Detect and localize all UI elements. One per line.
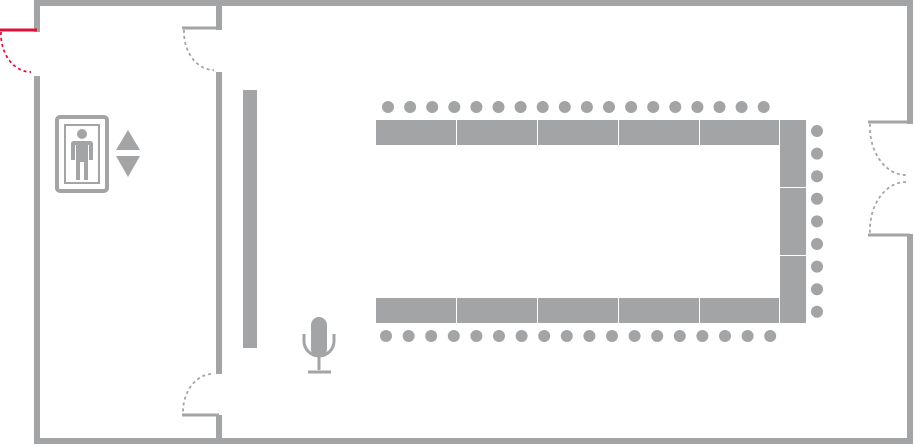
chair-top-7 xyxy=(514,101,527,113)
chair-bottom-14 xyxy=(673,330,686,342)
table-bottom-3 xyxy=(538,298,618,323)
chair-bottom-3 xyxy=(425,330,438,342)
chair-side-6 xyxy=(811,238,823,250)
right-door-swing-bottom xyxy=(869,181,907,234)
chair-bottom-5 xyxy=(470,330,483,342)
partition-lower-door[interactable] xyxy=(182,373,223,417)
chair-side-7 xyxy=(811,260,823,273)
chair-bottom-2 xyxy=(402,330,415,342)
partition-upper-door-swing xyxy=(183,29,215,71)
chair-side-2 xyxy=(811,147,823,160)
chair-top-6 xyxy=(492,101,505,113)
chair-bottom-9 xyxy=(560,330,573,342)
chair-bottom-15 xyxy=(696,330,709,342)
lobby-entrance-door-swing xyxy=(0,31,32,73)
chair-top-2 xyxy=(404,101,417,113)
chair-top-1 xyxy=(382,101,394,113)
chair-top-3 xyxy=(426,101,439,113)
conference-tables xyxy=(376,120,806,323)
chair-bottom-17 xyxy=(741,330,754,342)
chair-top-5 xyxy=(470,101,483,113)
chair-bottom-1 xyxy=(380,330,392,342)
elevator-up-arrow-icon xyxy=(116,130,140,150)
table-side-2 xyxy=(780,188,806,255)
table-bottom-5 xyxy=(700,298,779,323)
table-side-3 xyxy=(780,256,806,323)
elevator-icon xyxy=(55,115,140,193)
chair-top-15 xyxy=(691,101,704,113)
chair-bottom-16 xyxy=(719,330,731,342)
chairs xyxy=(380,101,823,342)
elevator-down-arrow-icon xyxy=(116,156,140,177)
chair-top-13 xyxy=(647,101,660,113)
chair-bottom-7 xyxy=(515,330,528,342)
table-bottom-4 xyxy=(619,298,699,323)
chair-side-4 xyxy=(811,192,823,205)
table-top-1 xyxy=(376,120,456,145)
chair-bottom-8 xyxy=(538,330,551,342)
chair-side-9 xyxy=(811,305,823,318)
table-bottom-2 xyxy=(457,298,537,323)
walls xyxy=(34,0,913,444)
table-side-1 xyxy=(780,120,806,187)
chair-bottom-6 xyxy=(493,330,505,342)
partition-lower-door-swing xyxy=(182,373,212,413)
chair-side-1 xyxy=(811,125,823,137)
chair-top-10 xyxy=(580,101,593,113)
chair-side-3 xyxy=(811,170,823,183)
chair-top-4 xyxy=(448,101,461,113)
table-top-5 xyxy=(700,120,779,145)
chair-bottom-18 xyxy=(764,330,777,342)
chair-top-17 xyxy=(735,101,748,113)
chair-top-14 xyxy=(669,101,682,113)
right-double-door[interactable] xyxy=(868,120,914,237)
outer-wall xyxy=(34,0,913,444)
chair-side-8 xyxy=(811,283,823,296)
right-door-swing-top xyxy=(869,123,907,176)
microphone-icon xyxy=(302,317,336,374)
chair-bottom-13 xyxy=(651,330,664,342)
chair-top-9 xyxy=(558,101,571,113)
chair-bottom-12 xyxy=(628,330,641,342)
chair-bottom-11 xyxy=(606,330,618,342)
partition-upper-door[interactable] xyxy=(182,26,223,72)
table-top-3 xyxy=(538,120,618,145)
table-top-2 xyxy=(457,120,537,145)
chair-top-16 xyxy=(713,101,726,113)
chair-top-18 xyxy=(757,101,770,113)
doors xyxy=(0,26,914,417)
chair-top-12 xyxy=(625,101,638,113)
lobby-entrance-door[interactable] xyxy=(0,28,41,76)
chair-bottom-4 xyxy=(447,330,460,342)
table-top-4 xyxy=(619,120,699,145)
chair-bottom-10 xyxy=(583,330,596,342)
table-bottom-1 xyxy=(376,298,456,323)
chair-top-8 xyxy=(536,101,549,113)
person-icon xyxy=(71,129,93,180)
chair-top-11 xyxy=(603,101,615,113)
presentation-screen xyxy=(243,90,257,348)
chair-side-5 xyxy=(811,215,823,228)
